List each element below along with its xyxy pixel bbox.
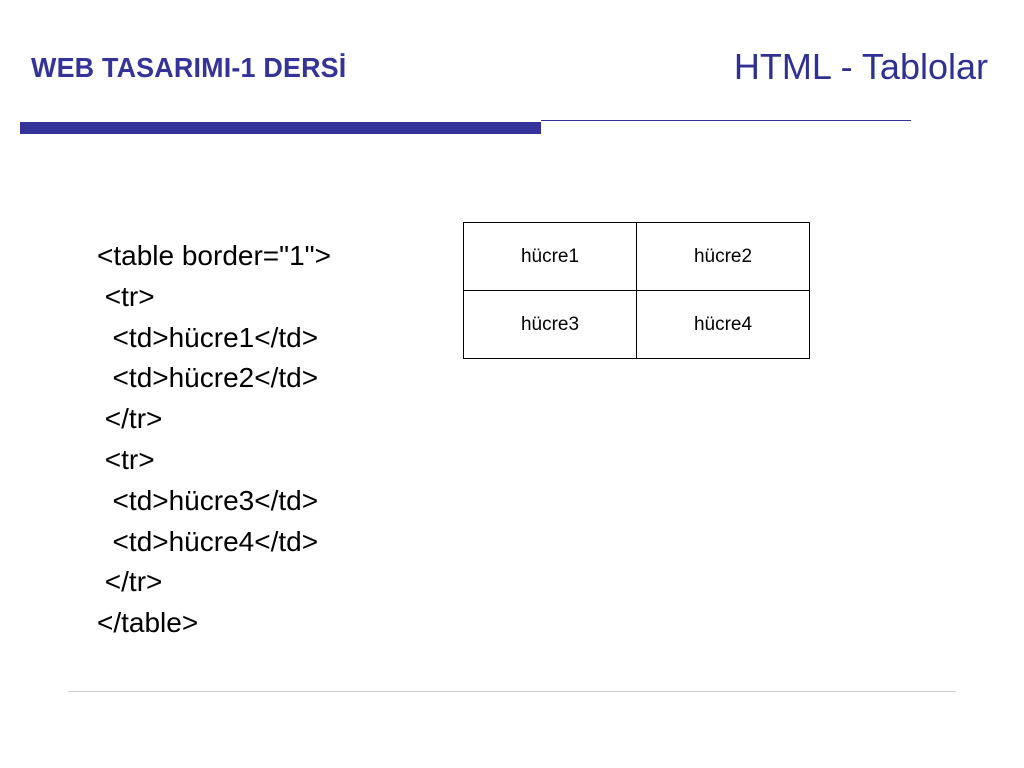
course-title: WEB TASARIMI-1 DERSİ bbox=[31, 52, 347, 83]
header-accent-bar bbox=[20, 122, 541, 134]
code-line: <td>hücre1</td> bbox=[97, 321, 319, 353]
code-example: <table border="1"> <tr> <td>hücre1</td> … bbox=[97, 236, 331, 644]
code-line: </tr> bbox=[97, 403, 163, 435]
table-cell: hücre2 bbox=[636, 222, 810, 291]
footer-rule bbox=[68, 691, 956, 692]
code-line: </tr> bbox=[97, 566, 163, 598]
table-cell: hücre3 bbox=[463, 290, 637, 359]
example-table: hücre1 hücre2 hücre3 hücre4 bbox=[463, 222, 810, 359]
table-row: hücre1 hücre2 bbox=[463, 222, 810, 291]
code-line: <table border="1"> bbox=[97, 240, 331, 271]
table-cell: hücre1 bbox=[463, 222, 637, 291]
table-row: hücre3 hücre4 bbox=[463, 290, 810, 359]
code-line: <td>hücre2</td> bbox=[97, 362, 319, 394]
code-line: </table> bbox=[97, 607, 199, 639]
code-line: <tr> bbox=[97, 443, 155, 475]
code-line: <tr> bbox=[97, 280, 155, 312]
code-line: <td>hücre3</td> bbox=[97, 484, 319, 516]
header-rule bbox=[541, 120, 911, 121]
code-line: <td>hücre4</td> bbox=[97, 525, 319, 557]
table-cell: hücre4 bbox=[636, 290, 810, 359]
slide-title: HTML - Tablolar bbox=[733, 46, 988, 87]
